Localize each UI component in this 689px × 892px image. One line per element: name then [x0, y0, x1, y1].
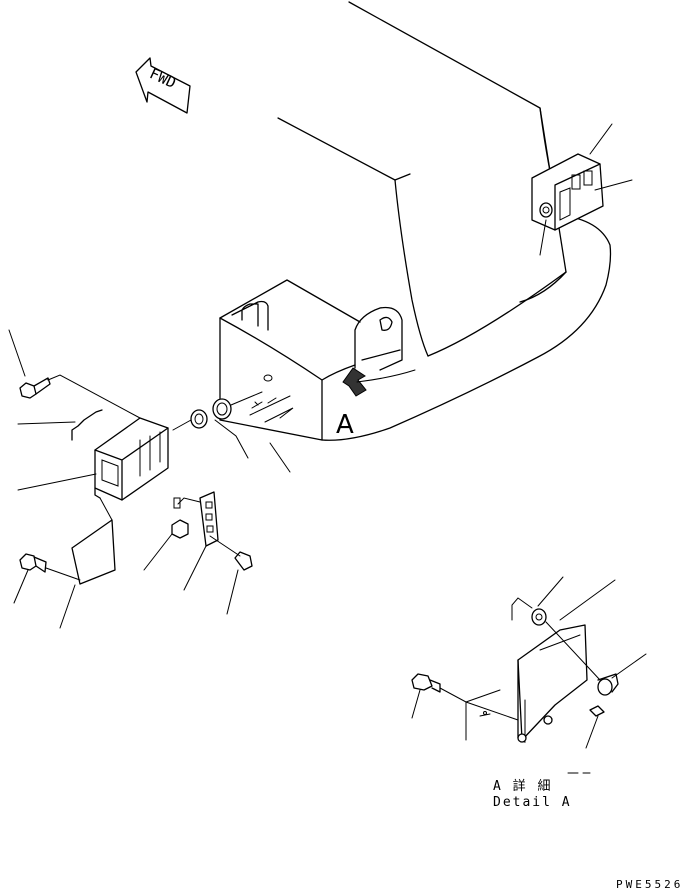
view-marker-a: A [336, 410, 354, 440]
fwd-label: FWD [147, 64, 179, 92]
exploded-lamp [9, 330, 290, 628]
detail-caption-japanese: A 詳 細 [493, 778, 552, 794]
rear-lamp-assembly [532, 124, 632, 255]
fwd-arrow: FWD [136, 58, 190, 113]
figure-code: PWE5526 [616, 878, 683, 891]
machine-body: A [220, 2, 611, 440]
detail-caption-english: Detail A [493, 795, 572, 810]
detail-a-view: A 詳 細 Detail A [412, 577, 646, 810]
